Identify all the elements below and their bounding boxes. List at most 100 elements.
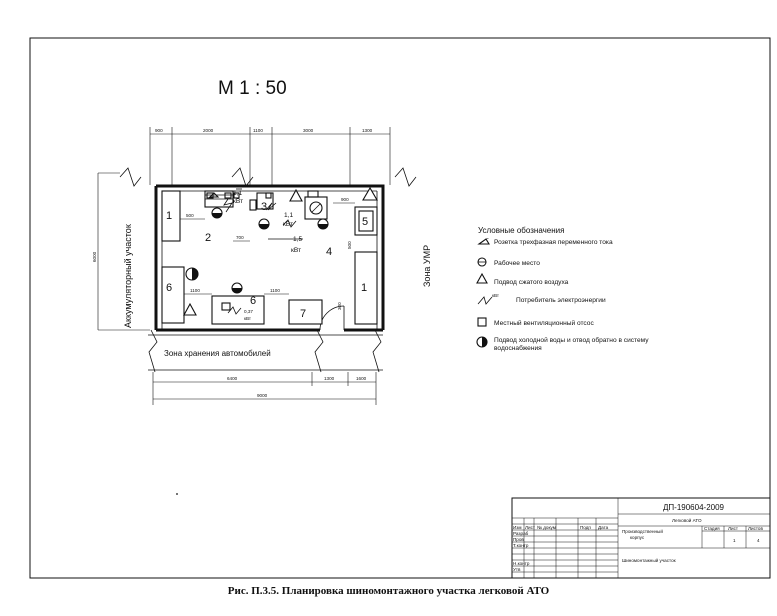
power-labels: 1,1 кВт 1,1 кВт 1,5 кВт 0,37 кВт [233,190,302,321]
equipment-number-6-right: 6 [250,295,256,307]
building-name-line-1: Производственный [622,528,663,534]
compressed-air-icon [183,302,197,316]
legend-item-water-line-1: Подвод холодной воды и отвод обратно в с… [494,336,649,344]
equipment-5-cabinet [354,206,378,236]
legend-item-water: Подвод холодной воды и отвод обратно в с… [494,336,650,352]
equipment-number-4: 4 [326,246,332,258]
building-name: Производственный корпус [622,528,664,540]
dim-bottom-1: 1300 [324,376,335,381]
left-zone-label: Аккумуляторный участок [123,224,133,328]
tb-col-2: № докум [537,525,556,530]
tb-col-0: Изм [513,525,522,530]
legend-item-water-line-2: водоснабжения [494,344,542,352]
workplace-icon [477,257,487,267]
tb-col-3: Подп [580,525,591,530]
dim-top-2: 1100 [253,128,263,133]
power-unit-3: кВт [244,316,252,321]
tb-row-1: Пров [513,537,524,542]
equipment-number-2: 2 [205,232,211,244]
tb-row-3: Н.контр [513,561,530,566]
equipment-number-7: 7 [300,308,306,320]
sheet-frame [29,37,771,579]
plan-symbols [183,186,378,316]
sheet-number: 1 [733,538,736,543]
workplace-icon [317,218,329,230]
legend-power-symbol: кВт [492,293,500,298]
legend-socket-mark: ~ [486,236,489,241]
local-ventilation-icon [265,192,272,199]
dim-inner-4: 1100 [270,288,280,293]
power-unit-1: кВт [283,221,293,228]
local-ventilation-icon [233,192,240,199]
equipment-4-balancer [304,190,328,220]
equipment-2-bench [204,190,234,208]
equipment-number-3: 3 [261,201,267,213]
workplace-icon [231,282,243,294]
legend-item-power: Потребитель электроэнергии [516,296,606,304]
equipment-6-left [161,266,185,324]
power-leaders [223,188,303,315]
tb-row-0: Разраб [513,531,529,536]
legend-item-socket: Розетка трехфазная переменного тока [494,239,613,246]
legend-item-workplace: Рабочее место [494,259,540,267]
dim-top-3: 3000 [303,128,314,133]
power-consumer-icon [477,296,493,305]
dim-inner-6: 300 [337,302,342,310]
equipment-number-1: 1 [166,210,172,222]
sheets-total: 4 [757,538,760,543]
dim-inner-5: 500 [347,241,352,249]
tb-row-2: Т.контр [513,543,529,548]
water-supply-icon [476,336,488,348]
top-dimension-line: 900 2000 1100 3000 1300 [149,127,391,185]
dim-inner-2: 900 [341,197,349,202]
workplace-icon [258,218,270,230]
dim-inner-3: 1100 [190,288,200,293]
equipment-3-machine [256,192,274,210]
equipment-number-5: 5 [362,216,368,228]
scale-label: М 1 : 50 [218,78,287,99]
equipment-number-1-right: 1 [361,282,367,294]
sheets-header: Листов [748,526,763,531]
compressed-air-icon [289,188,303,202]
right-zone-label: Зона УМР [422,245,432,287]
equipment-1-left [161,190,181,242]
dim-inner-1: 700 [236,235,244,240]
legend-title: Условные обозначения [478,226,564,235]
dim-total: 9000 [257,393,268,398]
equipment-number-6-left: 6 [166,282,172,294]
three-phase-socket-icon [477,238,490,245]
building-name-line-2: корпус [630,535,645,540]
sheet-title: Шиномонтажный участок [622,557,677,563]
three-phase-socket-icon [208,192,220,198]
stage-header: Стадия [704,526,720,531]
tb-col-1: Лист [525,525,536,530]
bottom-zone-frame: Зона хранения автомобилей [148,329,383,373]
power-kw-3: 0,37 [244,309,253,314]
local-ventilation-icon [477,317,487,327]
workplace-icon [211,207,223,219]
power-kw-0: 1,1 [233,190,242,197]
project-name: Легковой АТО [672,517,702,523]
power-unit-0: кВт [233,198,243,205]
title-block: Изм Лист № докум Подп Дата Разраб Пров Т… [511,497,771,579]
power-kw-1: 1,1 [284,212,293,219]
top-break-lines [119,167,417,187]
equipment-7-rack [288,299,323,325]
inner-dimension-lines: 500 700 900 1100 1100 500 300 [180,197,355,310]
dim-bottom-2: 1600 [356,376,367,381]
equipment-6-stand [211,295,265,325]
dim-top-1: 2000 [203,128,214,133]
equipment-1-right [354,251,378,325]
compressed-air-icon [476,272,488,284]
dim-top-4: 1300 [362,128,373,133]
equipment-items: 1 2 3 4 5 1 6 [161,190,378,325]
legend: Условные обозначения ~ Розетка трехфазна… [476,226,650,352]
dim-left-side: 6000 [92,251,97,262]
compressed-air-icon [362,186,378,201]
tb-row-4: Утв [513,567,521,572]
sheet-header: Лист [728,526,739,531]
power-unit-2: кВт [291,247,301,254]
legend-item-air: Подвод сжатого воздуха [494,279,569,286]
legend-item-ventilation: Местный вентиляционный отсос [494,319,594,327]
